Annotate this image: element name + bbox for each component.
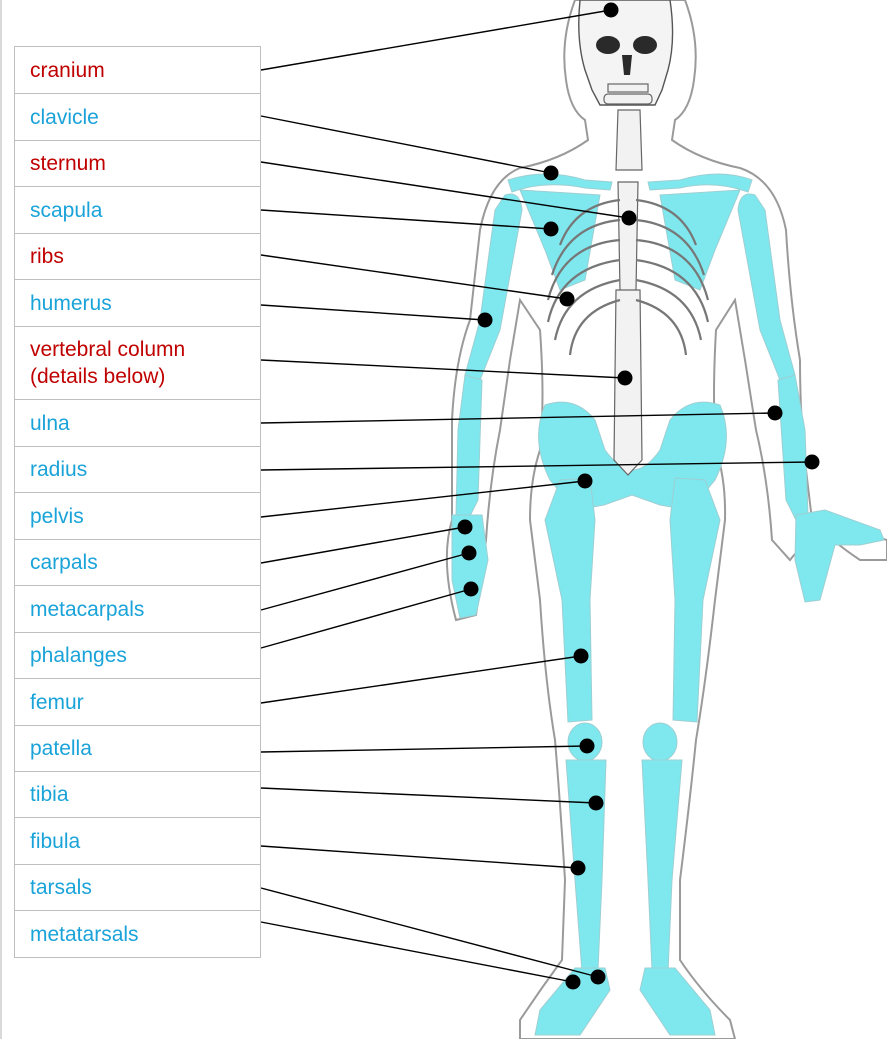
dot-humerus (478, 313, 493, 328)
dot-ulna (768, 406, 783, 421)
dot-metacarpals (462, 546, 477, 561)
label-text: metatarsals (30, 921, 139, 948)
label-text: tarsals (30, 874, 92, 901)
dot-vertebral-column (618, 371, 633, 386)
label-metatarsals: metatarsals (15, 911, 260, 958)
label-radius: radius (15, 447, 260, 493)
dot-radius (805, 455, 820, 470)
label-text: sternum (30, 150, 106, 177)
label-text: cranium (30, 57, 105, 84)
dot-clavicle (544, 166, 559, 181)
patella-right (643, 723, 677, 761)
label-text: ulna (30, 410, 70, 437)
dot-scapula (544, 222, 559, 237)
label-sternum: sternum (15, 141, 260, 187)
mandible (604, 94, 652, 104)
label-metacarpals: metacarpals (15, 586, 260, 633)
leader-line-humerus (261, 305, 485, 320)
label-text: ribs (30, 243, 64, 270)
label-patella: patella (15, 726, 260, 772)
label-text: carpals (30, 549, 98, 576)
dot-femur (574, 649, 589, 664)
leader-line-metacarpals (261, 553, 469, 610)
label-vertebral-column: vertebral column (details below) (15, 327, 260, 400)
label-clavicle: clavicle (15, 94, 260, 141)
label-femur: femur (15, 679, 260, 726)
dot-phalanges (464, 582, 479, 597)
label-text: fibula (30, 828, 80, 855)
label-text: clavicle (30, 104, 99, 131)
leader-line-clavicle (261, 116, 551, 173)
label-pelvis: pelvis (15, 493, 260, 540)
label-text: scapula (30, 197, 102, 224)
dot-fibula (571, 861, 586, 876)
dot-pelvis (578, 474, 593, 489)
bone-label-table: cranium clavicle sternum scapula ribs hu… (14, 46, 261, 958)
label-text: patella (30, 735, 92, 762)
label-tibia: tibia (15, 772, 260, 818)
leader-line-fibula (261, 846, 578, 868)
dot-carpals (458, 520, 473, 535)
label-cranium: cranium (15, 47, 260, 94)
dot-cranium (604, 3, 619, 18)
leader-line-femur (261, 656, 581, 703)
label-phalanges: phalanges (15, 633, 260, 679)
dot-patella (580, 739, 595, 754)
label-text: tibia (30, 781, 69, 808)
label-fibula: fibula (15, 818, 260, 865)
leader-line-phalanges (261, 589, 471, 648)
label-ulna: ulna (15, 400, 260, 447)
leader-line-carpals (261, 527, 465, 563)
leader-line-tibia (261, 788, 596, 803)
dot-tibia (589, 796, 604, 811)
label-scapula: scapula (15, 187, 260, 234)
leader-line-tarsals (261, 888, 598, 977)
eye-socket-right (633, 36, 657, 54)
label-humerus: humerus (15, 280, 260, 327)
dot-metatarsals (566, 975, 581, 990)
leader-line-patella (261, 746, 587, 752)
teeth (608, 84, 648, 92)
eye-socket-left (596, 36, 620, 54)
label-text: metacarpals (30, 596, 144, 623)
label-text: radius (30, 456, 87, 483)
dot-ribs (560, 292, 575, 307)
label-tarsals: tarsals (15, 865, 260, 911)
leader-line-cranium (261, 10, 611, 70)
label-text: humerus (30, 290, 112, 317)
leader-line-metatarsals (261, 922, 573, 982)
label-text: femur (30, 689, 84, 716)
label-carpals: carpals (15, 540, 260, 586)
dot-tarsals (591, 970, 606, 985)
dot-sternum (622, 211, 637, 226)
label-text: phalanges (30, 642, 127, 669)
cervical-spine (616, 110, 642, 170)
label-ribs: ribs (15, 234, 260, 280)
label-text: pelvis (30, 503, 84, 530)
sternum-bone (618, 182, 638, 300)
label-text: vertebral column (details below) (30, 336, 185, 390)
